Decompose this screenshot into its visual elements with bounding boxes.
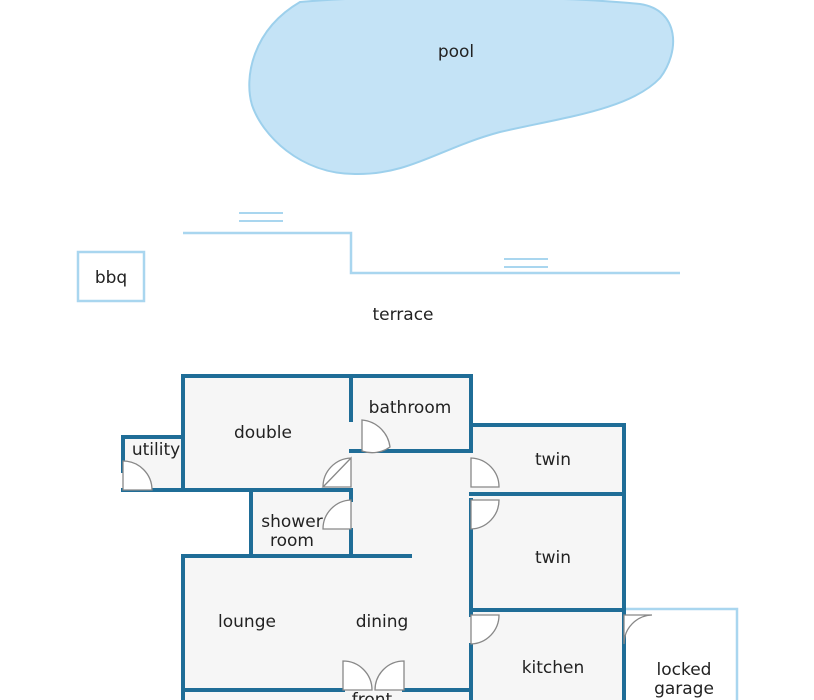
garage-door (623, 614, 653, 645)
bathroom-door (361, 419, 391, 454)
bbq-label: bbq (95, 268, 127, 288)
utility-label: utility (132, 440, 180, 460)
twin-lower-label: twin (535, 548, 571, 568)
pool-label: pool (438, 42, 474, 62)
garage-label-line1: locked (657, 660, 712, 680)
twin-lower-door (470, 499, 500, 530)
step-marker-left (239, 212, 283, 222)
bathroom-label: bathroom (369, 398, 452, 418)
kitchen-door (470, 614, 500, 645)
step-marker-right (504, 258, 548, 268)
garage-label-line2: garage (654, 679, 714, 699)
room-fills (123, 376, 624, 700)
front-door-right (374, 660, 405, 691)
double-label: double (234, 423, 292, 443)
front-label: front (352, 690, 393, 700)
lounge-label: lounge (218, 612, 276, 632)
shower-label-line1: shower (261, 512, 322, 532)
kitchen-label: kitchen (522, 658, 585, 678)
terrace-edge (183, 231, 680, 275)
bbq-box (76, 250, 146, 303)
shower-label-line2: room (270, 531, 314, 551)
dining-label: dining (356, 612, 409, 632)
garage-outline (625, 607, 739, 700)
door-swings (122, 419, 653, 691)
twin-upper-door (470, 457, 500, 488)
walls (121, 374, 626, 700)
front-door-left (342, 660, 373, 691)
pool-shape (248, 0, 674, 176)
shower-door (322, 499, 352, 530)
twin-upper-label: twin (535, 450, 571, 470)
terrace-label: terrace (372, 305, 433, 325)
utility-door (122, 460, 153, 491)
double-door (321, 456, 352, 488)
